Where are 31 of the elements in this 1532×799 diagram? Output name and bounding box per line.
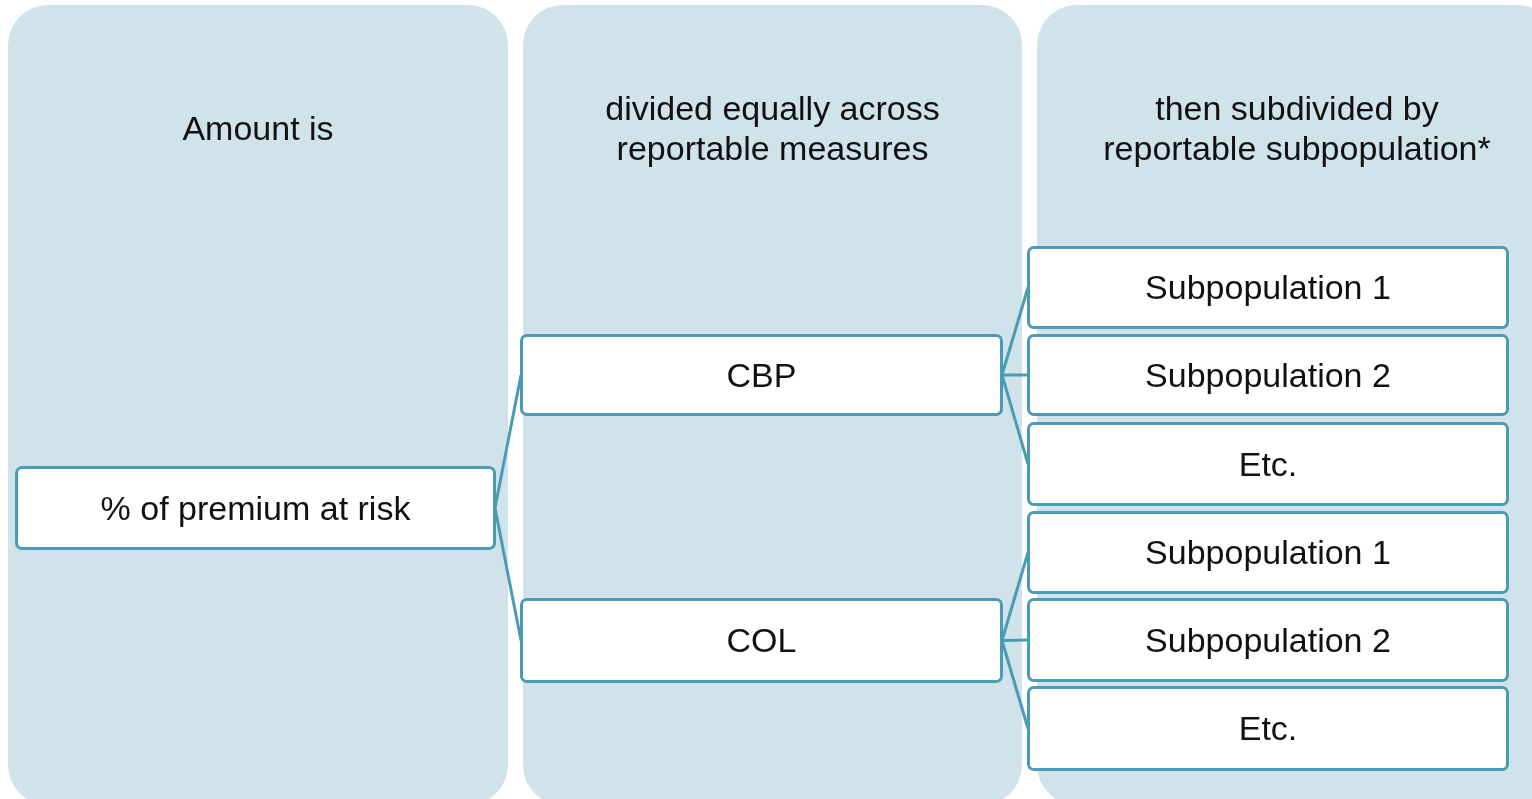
connector-line: [1000, 552, 1030, 641]
process-box: [1027, 334, 1509, 416]
box-label: CBP: [726, 355, 797, 395]
box-label: Etc.: [1238, 444, 1298, 484]
process-box: [520, 598, 1003, 683]
column-panel: [8, 5, 508, 799]
connector-line: [1003, 373, 1027, 377]
column-heading: divided equally across reportable measures: [604, 87, 941, 169]
process-box: [520, 334, 1003, 416]
connector-line: [1000, 640, 1030, 729]
box-label: Subpopulation 1: [1145, 533, 1391, 572]
connector-line: [1000, 374, 1030, 465]
process-box: [1027, 598, 1509, 682]
box-label: Etc.: [1238, 709, 1298, 748]
process-box: [1027, 246, 1509, 329]
connector-line: [1002, 638, 1028, 642]
column-heading: Amount is: [181, 107, 335, 149]
box-label: Subpopulation 2: [1145, 355, 1391, 395]
connector-line: [493, 374, 523, 509]
column-heading: then subdivided by reportable subpopulation*: [1102, 87, 1492, 169]
box-label: COL: [726, 621, 797, 660]
box-label: Subpopulation 1: [1145, 268, 1391, 307]
process-box: [1027, 686, 1509, 771]
box-label: Subpopulation 2: [1145, 620, 1391, 660]
connector-line: [1000, 287, 1030, 376]
process-box: [1027, 511, 1509, 594]
connector-line: [493, 507, 523, 641]
process-box: [1027, 422, 1509, 506]
process-box: [15, 466, 496, 550]
column-panel: [523, 5, 1022, 799]
box-label: % of premium at risk: [100, 488, 411, 528]
